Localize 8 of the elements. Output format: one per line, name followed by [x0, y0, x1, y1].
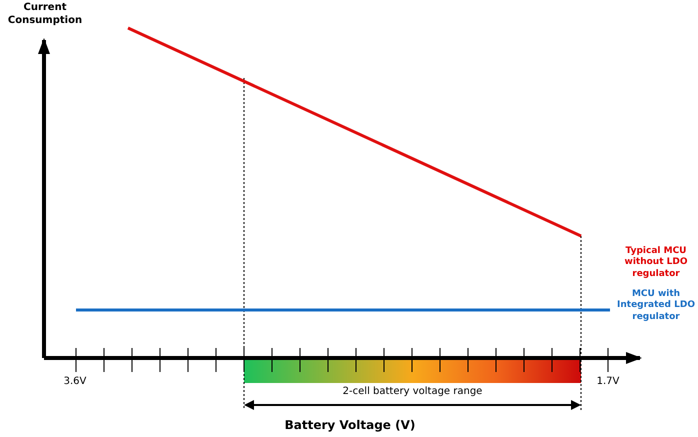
series-label: Typical MCU without LDO regulator	[624, 246, 688, 280]
voltage-range-bar	[244, 358, 581, 383]
tick-label: 3.6V	[62, 376, 88, 388]
axis-title: Battery Voltage (V)	[284, 418, 416, 433]
series-label: MCU with Integrated LDO regulator	[616, 289, 696, 323]
tick-label: 1.7V	[596, 376, 620, 388]
axis-title: Current Consumption	[6, 2, 84, 27]
range-label: 2-cell battery voltage range	[342, 386, 484, 398]
